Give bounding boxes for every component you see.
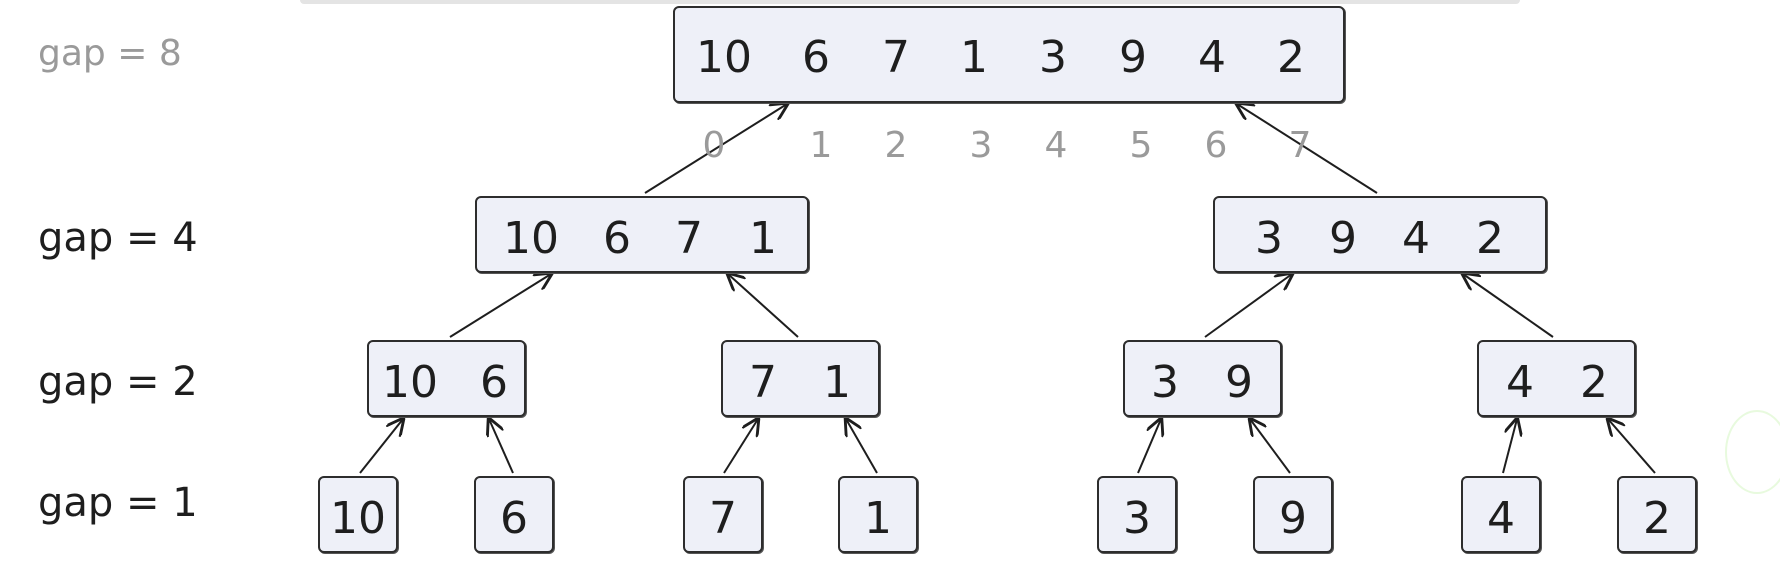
arrow-l2-2 (1204, 274, 1292, 338)
gap4-value: 6 (603, 213, 631, 264)
gap1-box (1253, 476, 1333, 553)
root-value: 7 (882, 32, 910, 83)
root-index: 4 (1044, 125, 1068, 166)
gap1-value: 3 (1123, 493, 1151, 544)
root-value: 1 (960, 32, 988, 83)
gap1-box (318, 476, 398, 553)
gap1-box (1617, 476, 1697, 553)
gap2-value: 3 (1151, 357, 1179, 408)
gap2-box (1123, 340, 1282, 417)
watermark-logo (1725, 410, 1780, 494)
gap1-box (1097, 476, 1177, 553)
gap4-value: 7 (675, 213, 703, 264)
top-divider (300, 0, 1520, 4)
arrow-l2-3 (1463, 274, 1554, 338)
gap4-value: 2 (1476, 213, 1504, 264)
root-index: 1 (809, 125, 833, 166)
root-value: 6 (802, 32, 830, 83)
arrow-l4-0 (644, 104, 787, 194)
root-value: 2 (1277, 32, 1305, 83)
gap-label-1: gap = 1 (38, 480, 198, 526)
gap2-box (367, 340, 526, 417)
arrow-l4-1 (1237, 104, 1378, 194)
arrow-l1-5 (1250, 419, 1291, 474)
gap2-value: 10 (382, 357, 438, 408)
arrow-l1-0 (359, 419, 403, 474)
arrow-l2-1 (728, 274, 799, 338)
gap2-box (721, 340, 880, 417)
gap4-value: 9 (1329, 213, 1357, 264)
gap-label-2: gap = 2 (38, 359, 198, 405)
gap2-value: 9 (1225, 357, 1253, 408)
root-value: 10 (696, 32, 752, 83)
gap1-value: 6 (500, 493, 528, 544)
gap1-value: 1 (864, 493, 892, 544)
gap1-box (838, 476, 918, 553)
gap1-value: 2 (1643, 493, 1671, 544)
arrow-l1-4 (1137, 419, 1161, 474)
root-index: 0 (702, 125, 726, 166)
root-index: 5 (1129, 125, 1153, 166)
gap4-value: 4 (1402, 213, 1430, 264)
root-value: 3 (1039, 32, 1067, 83)
root-array-box (673, 6, 1345, 103)
root-value: 9 (1119, 32, 1147, 83)
gap1-box (474, 476, 554, 553)
root-index: 7 (1288, 125, 1312, 166)
arrow-l1-2 (723, 419, 758, 474)
gap1-value: 9 (1279, 493, 1307, 544)
gap1-value: 4 (1487, 493, 1515, 544)
gap2-value: 2 (1580, 357, 1608, 408)
gap2-value: 4 (1506, 357, 1534, 408)
gap2-value: 7 (749, 357, 777, 408)
root-value: 4 (1198, 32, 1226, 83)
gap1-value: 10 (330, 493, 386, 544)
gap1-box (1461, 476, 1541, 553)
root-index: 2 (884, 125, 908, 166)
gap4-value: 3 (1255, 213, 1283, 264)
gap1-box (683, 476, 763, 553)
gap2-value: 1 (823, 357, 851, 408)
root-index: 3 (969, 125, 993, 166)
arrow-l1-7 (1608, 419, 1656, 474)
gap1-value: 7 (709, 493, 737, 544)
root-index: 6 (1204, 125, 1228, 166)
gap4-box-left (475, 196, 809, 273)
arrow-l1-6 (1502, 419, 1517, 474)
gap2-value: 6 (480, 357, 508, 408)
gap4-box-right (1213, 196, 1547, 273)
gap4-value: 1 (749, 213, 777, 264)
arrow-l2-0 (449, 274, 551, 338)
arrow-l1-3 (846, 419, 878, 474)
gap2-box (1477, 340, 1636, 417)
gap4-value: 10 (503, 213, 559, 264)
gap-label-8: gap = 8 (38, 33, 182, 74)
gap-label-4: gap = 4 (38, 215, 198, 261)
arrow-l1-1 (489, 419, 514, 474)
